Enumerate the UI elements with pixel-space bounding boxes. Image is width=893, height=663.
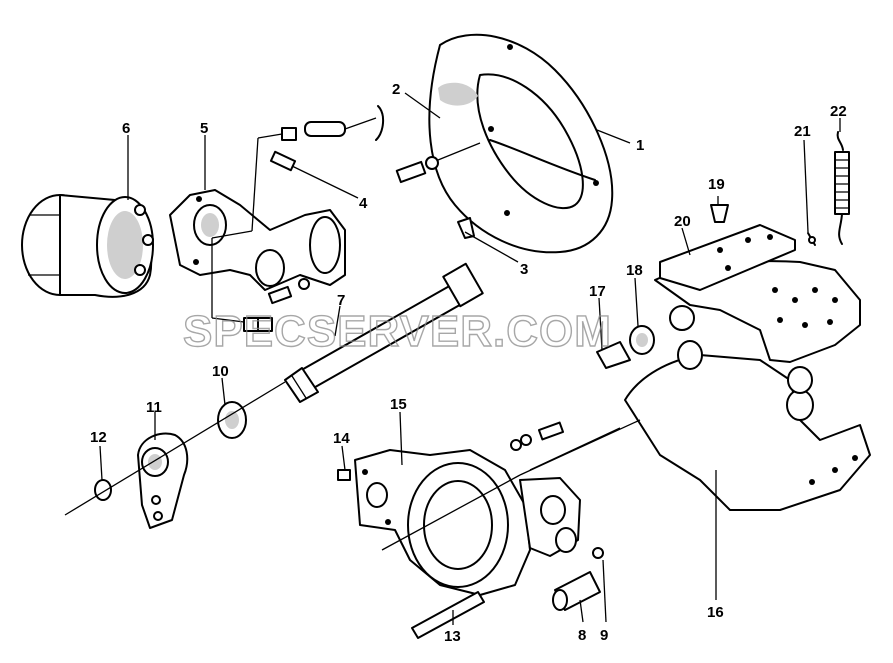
callout-1: 1 — [636, 137, 644, 154]
callout-5: 5 — [200, 120, 208, 137]
callout-leaders — [99, 92, 841, 625]
callout-18: 18 — [626, 262, 643, 279]
return-spring-22 — [834, 131, 850, 245]
callout-9: 9 — [600, 627, 608, 644]
bolt-part-4 — [395, 142, 481, 184]
brake-spider — [354, 449, 581, 596]
callout-22: 22 — [830, 103, 847, 120]
bracket-hardware — [243, 105, 384, 332]
callout-6: 6 — [122, 120, 130, 137]
spider-hardware — [510, 421, 604, 559]
rivet-19 — [710, 204, 729, 223]
callout-16: 16 — [707, 604, 724, 621]
slack-adjuster — [137, 432, 189, 529]
brake-lining-20 — [659, 224, 796, 291]
callout-3: 3 — [520, 261, 528, 278]
clip-part-3 — [457, 217, 475, 239]
shaft-seal — [217, 401, 247, 439]
spring-pin-21 — [807, 232, 816, 246]
callout-13: 13 — [444, 628, 461, 645]
dust-shield — [428, 33, 614, 254]
bolt-part-14 — [337, 469, 351, 481]
bushing-part-8 — [552, 571, 601, 611]
callout-7: 7 — [337, 292, 345, 309]
washer-part-12 — [94, 479, 112, 501]
callout-labels: 1 2 3 4 5 6 7 8 9 10 11 12 13 14 15 16 1… — [90, 81, 847, 645]
assembly-axes — [64, 117, 641, 551]
roller-pin-17 — [596, 341, 631, 369]
callout-10: 10 — [212, 363, 229, 380]
callout-4: 4 — [359, 195, 368, 212]
callout-12: 12 — [90, 429, 107, 446]
brake-chamber — [21, 194, 154, 298]
callout-17: 17 — [589, 283, 606, 300]
callout-20: 20 — [674, 213, 691, 230]
roller-18 — [629, 325, 655, 355]
anchor-pin-13 — [411, 591, 485, 639]
chamber-bracket — [169, 189, 346, 291]
callout-8: 8 — [578, 627, 586, 644]
callout-21: 21 — [794, 123, 811, 140]
callout-19: 19 — [708, 176, 725, 193]
callout-15: 15 — [390, 396, 407, 413]
callout-14: 14 — [333, 430, 350, 447]
callout-2: 2 — [392, 81, 400, 98]
callout-11: 11 — [146, 399, 162, 416]
camshaft — [284, 262, 484, 403]
brake-shoe-lower — [624, 340, 871, 511]
watermark-text: SPECSERVER.COM — [183, 307, 612, 356]
